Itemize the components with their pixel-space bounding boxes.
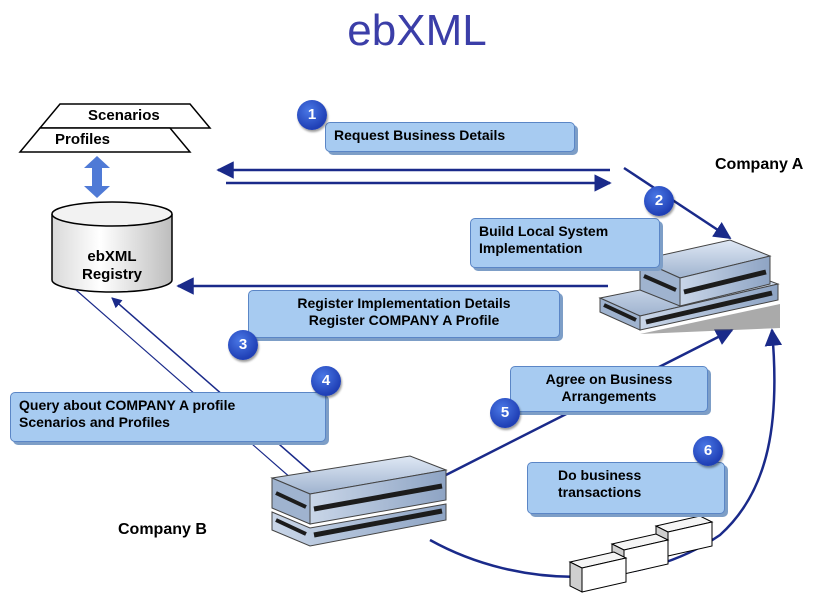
sheets-registry-arrow — [84, 156, 110, 198]
step-4-line-2: Scenarios and Profiles — [19, 414, 170, 430]
step-5-badge: 5 — [490, 398, 520, 428]
company-b-building — [270, 455, 448, 547]
step-2-badge: 2 — [644, 186, 674, 216]
step-1-box: Request Business Details — [325, 122, 575, 152]
step-4-line-1: Query about COMPANY A profile — [19, 397, 236, 413]
query-arrow — [111, 297, 321, 481]
step-6-line-2: transactions — [558, 484, 642, 500]
transaction-cubes — [568, 515, 714, 593]
step-6-badge: 6 — [693, 436, 723, 466]
profiles-label: Profiles — [55, 131, 111, 148]
build-arrow — [623, 166, 732, 240]
company-b-label: Company B — [118, 521, 207, 538]
registry-label-line2: Registry — [81, 266, 143, 283]
step-5-line-2: Arrangements — [561, 388, 657, 404]
step-6-line-1: Do business — [558, 467, 642, 483]
step-3-line-2: Register COMPANY A Profile — [308, 312, 500, 328]
step-6-box: Do business transactions — [527, 462, 725, 514]
step-4-box: Query about COMPANY A profile Scenarios … — [10, 392, 326, 442]
step-2-box: Build Local System Implementation — [470, 218, 660, 268]
scenarios-label: Scenarios — [88, 107, 160, 124]
step-1-badge: 1 — [297, 100, 327, 130]
step-5-line-1: Agree on Business — [545, 371, 673, 387]
step-3-box: Register Implementation Details Register… — [248, 290, 560, 338]
registry-cylinder — [51, 201, 173, 293]
company-a-building — [590, 239, 780, 334]
diagram-title: ebXML — [347, 6, 487, 55]
step-4-badge: 4 — [311, 366, 341, 396]
step-2-line-2: Implementation — [479, 240, 583, 256]
step-1-line-1: Request Business Details — [334, 127, 506, 143]
company-a-label: Company A — [715, 156, 804, 173]
profiles-sheet — [18, 127, 192, 153]
step-3-badge: 3 — [228, 330, 258, 360]
step-3-line-1: Register Implementation Details — [297, 295, 511, 311]
query-line — [75, 289, 301, 487]
transaction-cube — [568, 551, 628, 593]
transactions-curve — [429, 328, 783, 579]
registry-label-line1: ebXML — [87, 248, 137, 265]
step-2-line-1: Build Local System — [479, 223, 609, 239]
step-5-box: Agree on Business Arrangements — [510, 366, 708, 412]
